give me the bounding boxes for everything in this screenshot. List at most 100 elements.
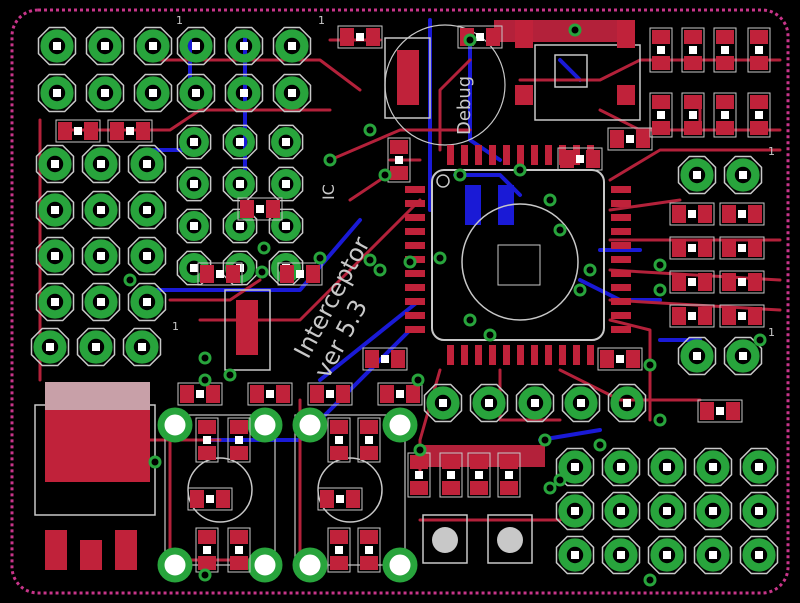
- resistor-bank-a-2-pad-b: [698, 273, 712, 291]
- header-mid-left-pin-drill: [236, 180, 244, 188]
- header-left-bottom-pin-outline: [122, 327, 162, 367]
- resistor-v-11-body: [505, 471, 513, 479]
- header-mid-left-pin-drill: [236, 138, 244, 146]
- header-left-pin-drill: [51, 206, 59, 214]
- resistor-v-5-pad-b: [684, 121, 702, 135]
- resistor-h-4-outline: [197, 262, 243, 286]
- resistor-h-2-pad-a: [340, 28, 354, 46]
- via-12: [543, 481, 557, 495]
- header-bottom-right-pin-drill: [709, 551, 717, 559]
- resistor-h-9-pad-b: [206, 385, 220, 403]
- header-left-pin-drill: [97, 252, 105, 260]
- top-trace-16: [558, 368, 702, 402]
- mcu-pin-left-9: [405, 312, 425, 319]
- resistor-h-1-outline: [107, 119, 153, 143]
- resistor-h-8-pad-a: [600, 350, 614, 368]
- header-left-pin-outline: [81, 144, 121, 184]
- mcu-pin1-dot: [436, 174, 450, 188]
- resistor-h-5-pad-a: [280, 265, 294, 283]
- resistor-h-9-body: [196, 390, 204, 398]
- debug-circle: [384, 24, 506, 146]
- header-top-mid-pin-ring: [275, 29, 309, 63]
- header-left-pin-ring: [38, 147, 72, 181]
- resistor-v-16-pad-b: [330, 446, 348, 460]
- resistor-bank-b-0-body: [738, 210, 746, 218]
- resistor-v-13-pad-b: [230, 446, 248, 460]
- mcu-pin-bottom-0: [447, 345, 454, 365]
- resistor-h-6-body: [381, 355, 389, 363]
- resistor-h-12-pad-a: [380, 385, 394, 403]
- header-left-pin-drill: [51, 298, 59, 306]
- via-21: [653, 283, 667, 297]
- via-15: [433, 251, 447, 265]
- header-mid-left-pin-drill: [190, 222, 198, 230]
- resistor-h-15-body: [626, 135, 634, 143]
- resistor-v-3-pad-b: [750, 56, 768, 70]
- header-left-pin-ring: [84, 239, 118, 273]
- mcu-pin-top-6: [531, 145, 538, 165]
- resistor-h-10-body: [266, 390, 274, 398]
- header-mid-left-pin-ring: [271, 169, 301, 199]
- header-top-left-pin-ring: [40, 29, 74, 63]
- resistor-v-10-pad-b: [470, 481, 488, 495]
- header-top-mid-pin-outline: [224, 73, 264, 113]
- resistor-v-20-body: [395, 156, 403, 164]
- via-3: [198, 351, 212, 365]
- resistor-v-18-body: [335, 546, 343, 554]
- resistor-v-3-pad-a: [750, 30, 768, 44]
- resistor-bank-b-0-pad-b: [748, 205, 762, 223]
- resistor-v-15-body: [235, 546, 243, 554]
- header-mid-left-pin-ring: [179, 127, 209, 157]
- mcu-pin-right-6: [611, 270, 631, 277]
- header-mid-left-pin-ring: [271, 127, 301, 157]
- header-bottom-row-pin-drill: [439, 399, 447, 407]
- resistor-v-16-body: [335, 436, 343, 444]
- header-mid-left-pin-drill: [190, 138, 198, 146]
- resistor-v-2-pad-a: [716, 30, 734, 44]
- mcu-pin-left-0: [405, 186, 425, 193]
- header-bottom-right-pin-outline: [647, 447, 687, 487]
- u2-body: [236, 300, 258, 355]
- header-top-mid-pin-ring: [275, 76, 309, 110]
- resistor-v-7-pad-a: [750, 95, 768, 109]
- component-footprints: [30, 20, 779, 587]
- top-trace-1: [158, 58, 362, 92]
- mount-pad-2: [157, 547, 193, 583]
- bottom-trace-9: [558, 58, 582, 82]
- header-bottom-right-pin-ring: [604, 538, 638, 572]
- resistor-bank-a-2-pad-a: [672, 273, 686, 291]
- bottom-trace-4: [148, 218, 362, 292]
- header-top-left-pin-ring: [136, 29, 170, 63]
- resistor-v-1-pad-a: [684, 30, 702, 44]
- resistor-h-3-pad-b: [486, 28, 500, 46]
- header-mid-left-pin-ring: [225, 127, 255, 157]
- header-left-pin-outline: [81, 190, 121, 230]
- resistor-v-15-pad-a: [230, 530, 248, 544]
- resistor-h-10-pad-a: [250, 385, 264, 403]
- via-4: [198, 373, 212, 387]
- resistor-v-7-body: [755, 111, 763, 119]
- via-20: [653, 258, 667, 272]
- via-1: [257, 241, 271, 255]
- resistor-bank-a-2-body: [688, 278, 696, 286]
- header-top-left-pin-drill: [101, 89, 109, 97]
- mcu-pin-left-7: [405, 284, 425, 291]
- resistor-v-17-body: [365, 436, 373, 444]
- header-bottom-right-pin-drill: [755, 463, 763, 471]
- crystal-pad-2: [617, 20, 635, 48]
- resistor-v-7-outline: [747, 92, 771, 138]
- resistor-v-3-body: [755, 46, 763, 54]
- resistor-v-2-outline: [713, 27, 737, 73]
- resistor-v-14-pad-a: [198, 530, 216, 544]
- resistor-bank-b-1-outline: [719, 236, 765, 260]
- header-mid-left-pin-outline: [222, 124, 258, 160]
- header-bottom-right-pin-outline: [647, 535, 687, 575]
- via-18: [573, 283, 587, 297]
- mcu-pin-right-5: [611, 256, 631, 263]
- resistor-v-0-pad-a: [652, 30, 670, 44]
- header-mid-left-pin-outline: [176, 250, 212, 286]
- resistor-h-17-outline: [237, 197, 283, 221]
- crystal-pad-3: [515, 85, 533, 105]
- resistor-v-5-outline: [681, 92, 705, 138]
- mcu-pin-left-8: [405, 298, 425, 305]
